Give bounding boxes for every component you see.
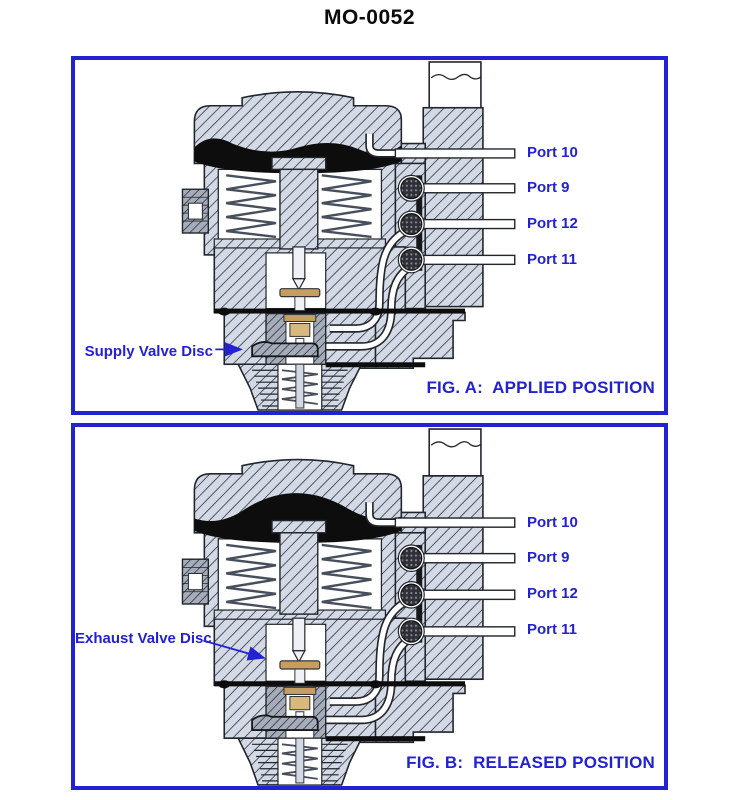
port-9-channel (421, 552, 516, 564)
supply-pipe (428, 61, 482, 109)
piston-stem (292, 246, 306, 280)
annotation-arrow (203, 639, 266, 661)
exhaust-valve-disc (279, 660, 321, 670)
piston (271, 519, 327, 615)
seal-ring (400, 546, 423, 570)
seal-rings (397, 544, 425, 646)
port-9-label: Port 9 (527, 179, 570, 196)
exhaust-valve-disc (279, 288, 321, 298)
valve-cross-section (181, 61, 516, 411)
seal-ring (400, 177, 423, 200)
port-11-channel (421, 626, 516, 637)
pressure-spring-right (321, 543, 372, 610)
figure-a-caption: FIG. A: APPLIED POSITION (426, 378, 655, 397)
pressure-spring-right (321, 174, 372, 239)
figure-b-caption: FIG. B: RELEASED POSITION (406, 753, 655, 772)
brass-retainer (283, 314, 317, 323)
gasket-seam (325, 362, 426, 368)
port-12-label: Port 12 (527, 585, 578, 602)
seal-rings (397, 174, 425, 274)
supply-valve-disc (251, 714, 319, 731)
spring-cap (193, 91, 403, 165)
pressure-spring-left (226, 174, 277, 239)
port-9-label: Port 9 (527, 549, 570, 566)
pipe-break-line (430, 441, 482, 448)
supply-pipe (428, 428, 482, 477)
port-12-channel (421, 218, 516, 230)
valve-diagram-released (75, 427, 664, 786)
exhaust-valve-disc-label: Exhaust Valve Disc (75, 630, 212, 647)
gasket-seam (214, 308, 466, 314)
port-11-channel (421, 254, 516, 266)
port-12-label: Port 12 (527, 215, 578, 232)
seal-ring (400, 248, 423, 271)
valve-cross-section (181, 428, 516, 786)
figure-a-panel: Port 10 Port 9 Port 12 Port 11 Supply Va… (71, 56, 668, 415)
port-10-channel (394, 148, 516, 159)
port-10-label: Port 10 (527, 144, 578, 161)
supply-valve-disc-label: Supply Valve Disc (84, 343, 213, 360)
figure-b-panel: Port 10 Port 9 Port 12 Port 11 Exhaust V… (71, 423, 668, 790)
manifold-block (422, 475, 484, 681)
document-title: MO-0052 (323, 6, 416, 29)
port-9-channel (421, 183, 516, 194)
piston-stem (292, 617, 306, 652)
gasket-seam (214, 681, 466, 687)
seal-ring (400, 583, 423, 607)
pressure-spring-left (226, 543, 277, 610)
port-11-label: Port 11 (527, 251, 578, 268)
brass-retainer (283, 686, 317, 695)
port-12-channel (421, 589, 516, 601)
gasket-seam (325, 736, 426, 742)
port-10-label: Port 10 (527, 514, 578, 531)
diaphragm (194, 138, 402, 174)
supply-valve-disc (251, 341, 319, 358)
port-10-channel (394, 517, 516, 528)
diaphragm (194, 493, 402, 543)
pipe-break-line (430, 73, 482, 81)
piston (271, 156, 327, 250)
port-11-label: Port 11 (527, 621, 578, 638)
seal-ring (400, 213, 423, 236)
valve-diagram-applied (75, 60, 664, 411)
seal-ring (400, 620, 423, 643)
manifold-block (422, 106, 484, 308)
